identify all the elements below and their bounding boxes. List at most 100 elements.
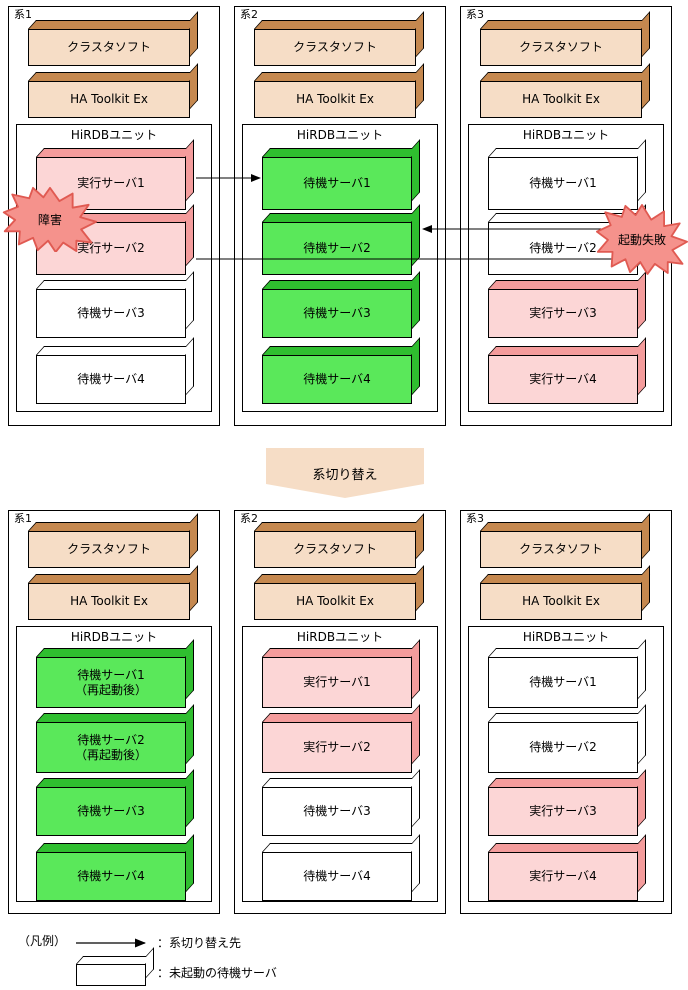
box-top-face <box>254 574 425 583</box>
box-top-face <box>262 778 421 787</box>
legend-arrow-icon <box>76 938 146 948</box>
box-top-face <box>262 280 421 289</box>
box-side-face <box>638 639 646 699</box>
box-front-face: クラスタソフト <box>254 29 416 66</box>
box-side-face <box>146 947 154 978</box>
server-box-bottom-1-2: 待機サーバ3 <box>36 769 195 836</box>
box-side-face <box>412 204 420 266</box>
server-box-bottom-2-1: 実行サーバ2 <box>262 704 421 773</box>
legend-standby-box-icon <box>76 947 154 986</box>
server-box-bottom-3-2: 実行サーバ3 <box>488 769 647 836</box>
box-front-face: 実行サーバ3 <box>488 787 638 836</box>
box-side-face <box>416 565 424 611</box>
legend: （凡例） ：系切り替え先 ：未起動の待機サーバ <box>0 920 688 990</box>
server-box-top-3-3: 実行サーバ4 <box>488 337 647 404</box>
box-side-face <box>638 271 646 329</box>
system-label: 系2 <box>240 512 258 525</box>
box-side-face <box>642 11 650 57</box>
legend-title: （凡例） <box>18 934 67 948</box>
cluster-software-box-top-1: クラスタソフト <box>28 11 199 66</box>
box-side-face <box>186 139 194 201</box>
box-side-face <box>638 704 646 764</box>
box-front-face: 実行サーバ4 <box>488 852 638 901</box>
system-label: 系2 <box>240 8 258 21</box>
box-front-face: 待機サーバ3 <box>262 289 412 338</box>
box-top-face <box>36 346 195 355</box>
box-front-face: クラスタソフト <box>254 531 416 568</box>
box-top-face <box>262 713 421 722</box>
cluster-software-box-top-3: クラスタソフト <box>480 11 651 66</box>
legend-standby-box-label: ：未起動の待機サーバ <box>157 966 277 980</box>
server-box-bottom-1-1: 待機サーバ2 （再起動後） <box>36 704 195 773</box>
hirdb-unit-title: HiRDBユニット <box>522 128 610 142</box>
box-front-face: クラスタソフト <box>28 531 190 568</box>
burst-label: 起動失敗 <box>617 232 666 247</box>
box-side-face <box>642 565 650 611</box>
box-side-face <box>412 271 420 329</box>
box-front-face: HA Toolkit Ex <box>254 81 416 118</box>
box-side-face <box>412 704 420 764</box>
box-side-face <box>190 11 198 57</box>
box-front-face: 待機サーバ4 <box>36 355 186 404</box>
system-label: 系1 <box>14 512 32 525</box>
box-front-face: クラスタソフト <box>28 29 190 66</box>
box-front-face: 待機サーバ3 <box>262 787 412 836</box>
box-side-face <box>638 834 646 892</box>
box-side-face <box>642 63 650 109</box>
box-top-face <box>488 713 647 722</box>
box-front-face: HA Toolkit Ex <box>28 583 190 620</box>
box-top-face <box>36 148 195 157</box>
box-top-face <box>262 213 421 222</box>
box-front-face: HA Toolkit Ex <box>480 583 642 620</box>
box-side-face <box>416 513 424 559</box>
box-top-face <box>262 346 421 355</box>
hirdb-unit-title: HiRDBユニット <box>296 128 384 142</box>
cluster-software-box-bottom-1: クラスタソフト <box>28 513 199 568</box>
box-top-face <box>36 648 195 657</box>
box-front-face: 待機サーバ1 <box>488 657 638 708</box>
server-box-top-1-2: 待機サーバ3 <box>36 271 195 338</box>
box-front-face: クラスタソフト <box>480 29 642 66</box>
box-side-face <box>186 704 194 764</box>
cluster-software-box-bottom-3: クラスタソフト <box>480 513 651 568</box>
box-side-face <box>186 337 194 395</box>
startup-failure-burst-sys3: 起動失敗 <box>596 203 688 275</box>
box-top-face <box>480 574 651 583</box>
box-front-face: 実行サーバ1 <box>262 657 412 708</box>
server-box-top-1-3: 待機サーバ4 <box>36 337 195 404</box>
box-side-face <box>638 337 646 395</box>
failure-burst-sys1: 障害 <box>2 186 98 252</box>
box-side-face <box>638 139 646 201</box>
box-side-face <box>186 271 194 329</box>
box-side-face <box>642 513 650 559</box>
box-front-face: 待機サーバ3 <box>36 289 186 338</box>
box-top-face <box>28 522 199 531</box>
box-top-face <box>488 778 647 787</box>
box-top-face <box>480 72 651 81</box>
box-side-face <box>186 834 194 892</box>
server-box-top-2-3: 待機サーバ4 <box>262 337 421 404</box>
ha-toolkit-box-bottom-2: HA Toolkit Ex <box>254 565 425 620</box>
hirdb-unit-title: HiRDBユニット <box>70 630 158 644</box>
box-front-face: HA Toolkit Ex <box>28 81 190 118</box>
server-box-top-3-2: 実行サーバ3 <box>488 271 647 338</box>
box-front-face: HA Toolkit Ex <box>254 583 416 620</box>
box-side-face <box>412 769 420 827</box>
box-front-face: 待機サーバ2 <box>262 222 412 275</box>
box-front-face: 待機サーバ1 <box>488 157 638 210</box>
legend-arrow-label: ：系切り替え先 <box>157 936 242 950</box>
burst-star-shape <box>2 186 98 252</box>
server-box-top-3-0: 待機サーバ1 <box>488 139 647 210</box>
system-label: 系1 <box>14 8 32 21</box>
box-top-face <box>28 72 199 81</box>
server-box-top-2-1: 待機サーバ2 <box>262 204 421 275</box>
ha-toolkit-box-bottom-1: HA Toolkit Ex <box>28 565 199 620</box>
transition-label: 系切り替え <box>312 467 378 483</box>
box-front-face: 待機サーバ4 <box>36 852 186 901</box>
box-side-face <box>186 769 194 827</box>
burst-label: 障害 <box>37 212 62 227</box>
box-side-face <box>416 63 424 109</box>
box-front-face <box>76 964 146 986</box>
box-front-face: 実行サーバ2 <box>262 722 412 773</box>
box-top-face <box>488 648 647 657</box>
